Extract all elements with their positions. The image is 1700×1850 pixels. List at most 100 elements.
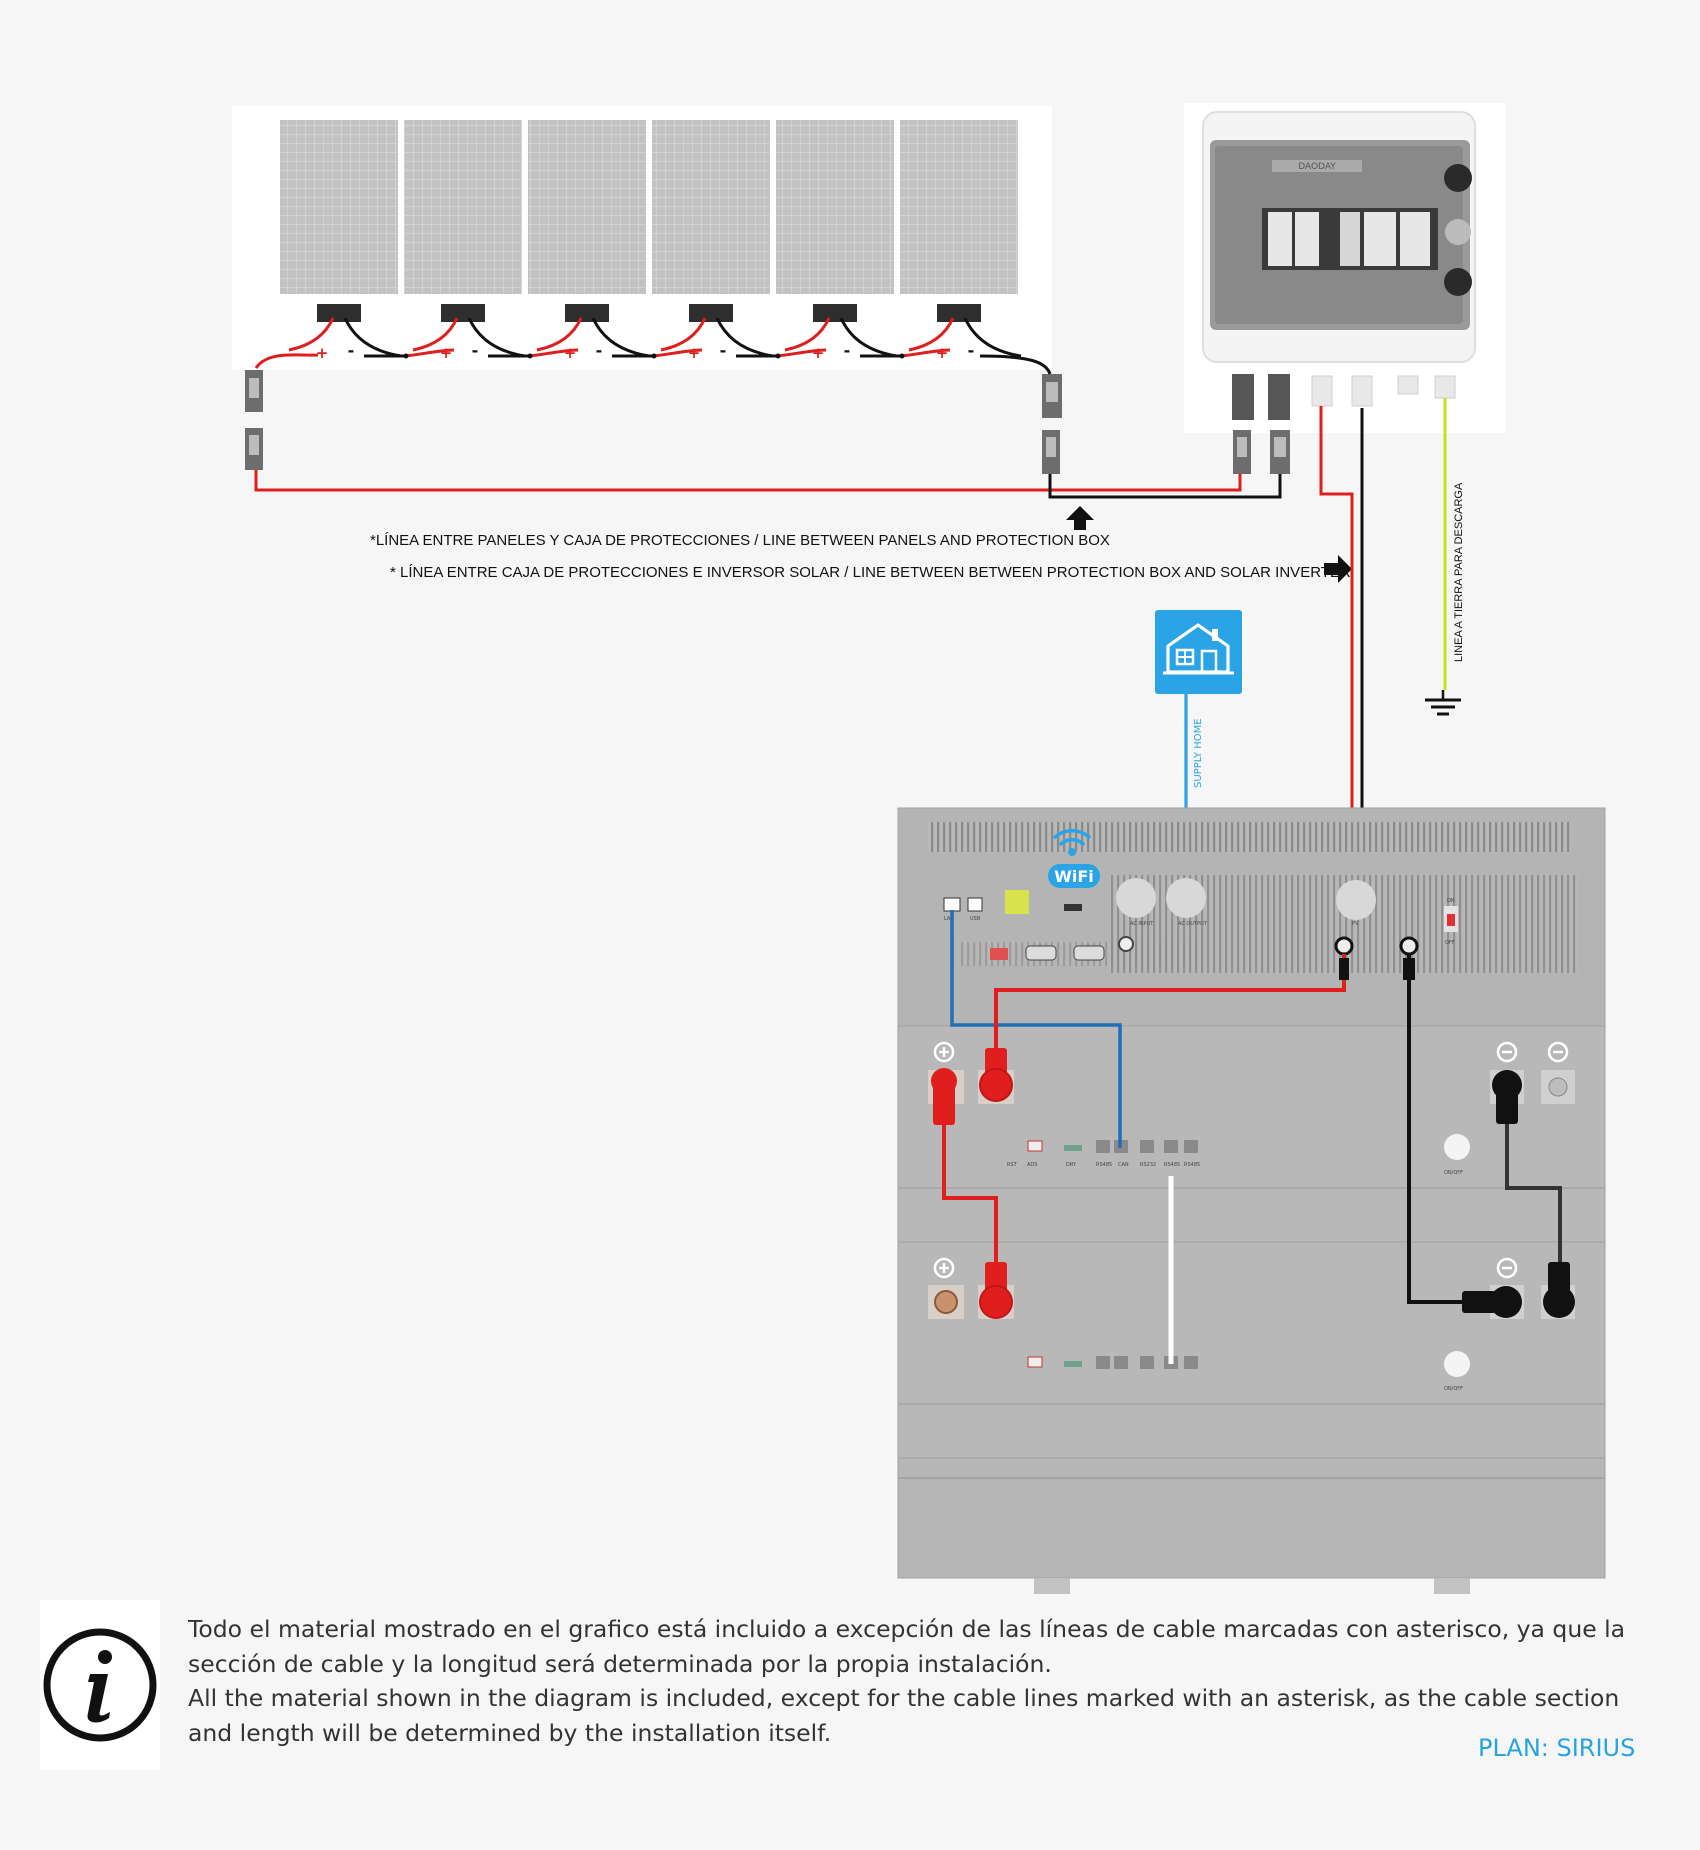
dry-contact-terminal: [1005, 890, 1029, 914]
inverter-unit: AC INPUT AC OUTPUT PV USB LAN ON OFF: [897, 807, 1606, 1027]
info-icon: [43, 1628, 157, 1742]
label-dry: DRY: [1066, 1162, 1077, 1168]
panel-plus-label: +: [812, 344, 825, 362]
label-switch-off: OFF: [1445, 940, 1455, 946]
label-can: CAN: [1118, 1162, 1129, 1168]
info-box: [40, 1600, 160, 1770]
label-rs485: RS485: [1096, 1162, 1112, 1168]
label-supply-home: SUPPLY HOME: [1193, 718, 1204, 788]
serial-port-1: [1025, 945, 1057, 961]
series-link-cable: [405, 348, 455, 358]
solar-array: +-+-+-+-+-+-: [232, 106, 1062, 474]
junction-box: [441, 304, 485, 322]
right-mc4-connector: [1042, 374, 1062, 474]
label-ac-output: AC OUTPUT: [1178, 921, 1208, 927]
usb-port: [967, 897, 983, 912]
breaker-brand-text: DAODAY: [1298, 162, 1336, 172]
reset-button[interactable]: [1118, 936, 1134, 952]
panel-plus-label: +: [688, 344, 701, 362]
junction-box: [565, 304, 609, 322]
junction-box: [689, 304, 733, 322]
string-homerun-cables: [254, 353, 1282, 499]
panel-minus-label: -: [596, 341, 603, 360]
dc-negative-terminal: [1399, 936, 1419, 956]
solar-panels: +-+-+-+-+-+-: [280, 120, 1022, 362]
series-joint: [651, 353, 657, 359]
pv-port: [1336, 880, 1376, 920]
battery-1-comm-ports: RST ADS DRY RS485 CAN RS232 RS485 RS485: [1007, 1140, 1200, 1168]
battery-2-comm-ports: [1027, 1356, 1198, 1369]
series-joint: [403, 353, 409, 359]
series-link-cable: [653, 348, 703, 358]
label-onoff-2: ON/OFF: [1444, 1386, 1463, 1392]
series-link-cable: [777, 348, 827, 358]
series-joint: [527, 353, 533, 359]
panel-plus-label: +: [564, 344, 577, 362]
solar-panel-icon: +-: [776, 120, 898, 362]
label-switch-on: ON: [1447, 898, 1455, 904]
dc-positive-terminal: [1334, 936, 1354, 956]
label-rs232: RS232: [1140, 1162, 1156, 1168]
ac-output-port: [1166, 878, 1206, 918]
label-rs485-b: RS485: [1184, 1162, 1200, 1168]
solar-panel-icon: +-: [652, 120, 774, 362]
panel-minus-label: -: [844, 341, 851, 360]
panel-minus-label: -: [968, 341, 975, 360]
junction-box: [317, 304, 361, 322]
series-joint: [775, 353, 781, 359]
panel-minus-label: -: [348, 341, 355, 360]
label-lan: LAN: [944, 916, 954, 922]
junction-box: [813, 304, 857, 322]
plan-label: PLAN: SIRIUS: [1478, 1734, 1636, 1762]
junction-box: [937, 304, 981, 322]
wifi-label: WiFi: [1054, 867, 1094, 886]
series-link-cable: [901, 348, 951, 358]
negative-homerun-cable: [1048, 474, 1282, 499]
protection-box-mc4-inputs: [1233, 430, 1290, 474]
battery-base: [897, 1457, 1606, 1594]
wifi-icon: WiFi: [1048, 829, 1100, 911]
label-ac-input: AC INPUT: [1130, 921, 1154, 927]
label-line-panels-box: *LÍNEA ENTRE PANELES Y CAJA DE PROTECCIO…: [370, 532, 1110, 549]
arrow-right-icon: [1324, 555, 1352, 583]
label-ground-line: LINEA A TIERRA PARA DESCARGA: [1453, 482, 1465, 662]
solar-panel-icon: +-: [404, 120, 526, 362]
solar-panel-icon: +-: [280, 120, 402, 362]
panel-string-cables: [364, 348, 951, 359]
label-rs485-a: RS485: [1164, 1162, 1180, 1168]
label-onoff-1: ON/OFF: [1444, 1170, 1463, 1176]
panel-plus-label: +: [316, 344, 329, 362]
comm-cable: [950, 910, 1122, 1148]
battery-link-positive-cable: [942, 1124, 998, 1268]
series-link-cable: [529, 348, 579, 358]
inverter-top-vents: [928, 822, 1572, 852]
series-joint: [899, 353, 905, 359]
arrow-up-icon: [1066, 506, 1094, 530]
house-icon: [1155, 610, 1242, 694]
positive-homerun-cable: [254, 470, 1242, 492]
dip-switch: [990, 948, 1008, 960]
ac-input-port: [1116, 878, 1156, 918]
panel-minus-label: -: [472, 341, 479, 360]
left-mc4-connector: [245, 370, 263, 470]
solar-panel-icon: +-: [900, 120, 1022, 362]
label-pv: PV: [1352, 921, 1359, 927]
note-line-en: All the material shown in the diagram is…: [188, 1684, 1620, 1747]
solar-panel-icon: +-: [528, 120, 650, 362]
pv-positive-cable: [1319, 406, 1354, 898]
panel-minus-label: -: [720, 341, 727, 360]
battery-link-negative-cable: [1505, 1124, 1562, 1268]
label-usb: USB: [970, 916, 981, 922]
battery-cables: [931, 910, 1575, 1364]
panel-plus-label: +: [440, 344, 453, 362]
serial-port-2: [1073, 945, 1105, 961]
battery-1-power-button[interactable]: [1444, 1134, 1470, 1160]
ground-icon: [1425, 690, 1461, 716]
lan-port: [943, 897, 961, 912]
breaker-brand-plate: [1272, 160, 1362, 172]
label-ads: ADS: [1027, 1162, 1037, 1168]
label-rst: RST: [1007, 1162, 1018, 1168]
note-line-es: Todo el material mostrado en el grafico …: [188, 1615, 1626, 1678]
battery-2-power-button[interactable]: [1444, 1351, 1470, 1377]
